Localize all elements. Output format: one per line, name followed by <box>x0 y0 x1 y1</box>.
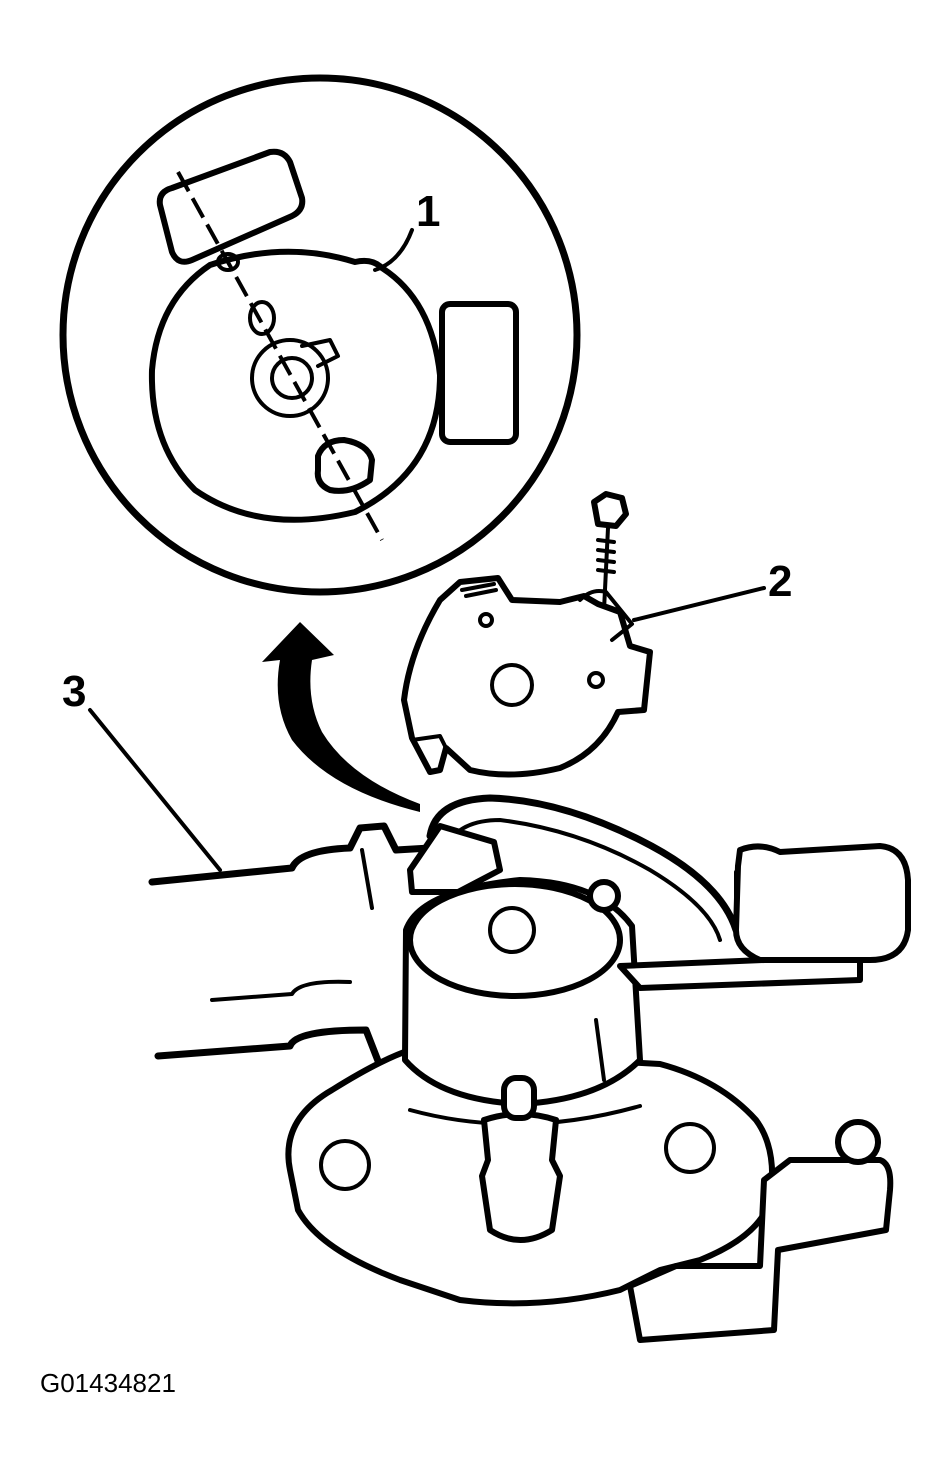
wire-harness-inner <box>444 818 722 942</box>
bolt-thread-1 <box>596 538 616 544</box>
callout-3: 3 <box>62 667 87 716</box>
detail-outer-circle <box>59 74 581 596</box>
lower-shaft-tip <box>501 1075 537 1121</box>
detail-hub-outer <box>250 338 330 418</box>
bolt-thread-2 <box>596 548 616 554</box>
housing-lower-edge <box>154 1026 410 1070</box>
callout-3-leader <box>88 708 222 872</box>
sensor-plate-top-hole <box>478 612 494 628</box>
detail-top-tab <box>156 148 306 265</box>
flange-hole-right <box>664 1122 716 1174</box>
lower-shaft <box>479 1111 563 1243</box>
direction-arrow <box>262 622 420 812</box>
detail-lower-key <box>314 437 375 494</box>
sensor-plate-center-hole <box>490 663 534 707</box>
body-bolt <box>587 879 621 913</box>
callout-1: 1 <box>416 187 441 236</box>
housing-mid-line <box>210 979 352 1002</box>
bolt-thread-3 <box>596 558 616 564</box>
bottom-connector-knob <box>835 1119 881 1165</box>
sensor-plate-tab <box>578 589 634 642</box>
detail-right-tab <box>439 301 519 445</box>
body-top-face <box>407 881 623 999</box>
callout-2: 2 <box>768 557 793 606</box>
callout-2-leader <box>632 586 766 622</box>
sensor-plate-body <box>401 575 653 778</box>
detail-hub-inner <box>270 356 314 400</box>
bolt <box>591 491 629 612</box>
callout-1-leader <box>373 228 414 272</box>
detail-nub-upper <box>248 300 276 336</box>
detail-nub-top <box>216 252 240 272</box>
housing-upper-edge <box>148 822 434 886</box>
sensor-plate-small-hole <box>587 671 605 689</box>
sensor-plate-teeth <box>460 582 498 598</box>
flange-hole-left <box>319 1139 371 1191</box>
top-connector <box>407 823 503 895</box>
bolt-head <box>591 491 629 529</box>
bottom-connector <box>627 1157 894 1343</box>
body-top-boss <box>488 906 536 954</box>
housing-collar <box>360 848 374 910</box>
wire-harness <box>426 794 740 934</box>
body-shadow <box>594 1018 606 1082</box>
arrow-shaft <box>262 622 420 812</box>
side-connector <box>733 843 911 963</box>
shaft-housing <box>88 708 434 1070</box>
detail-hub-notch <box>300 338 340 368</box>
detail-view <box>59 74 581 596</box>
bolt-thread-4 <box>596 568 616 574</box>
sensor-plate-edge <box>410 734 448 750</box>
sensor-plate <box>401 575 766 778</box>
figure-id: G01434821 <box>40 1368 176 1398</box>
sensor-body <box>285 794 911 1343</box>
detail-alignment-line <box>176 171 384 541</box>
